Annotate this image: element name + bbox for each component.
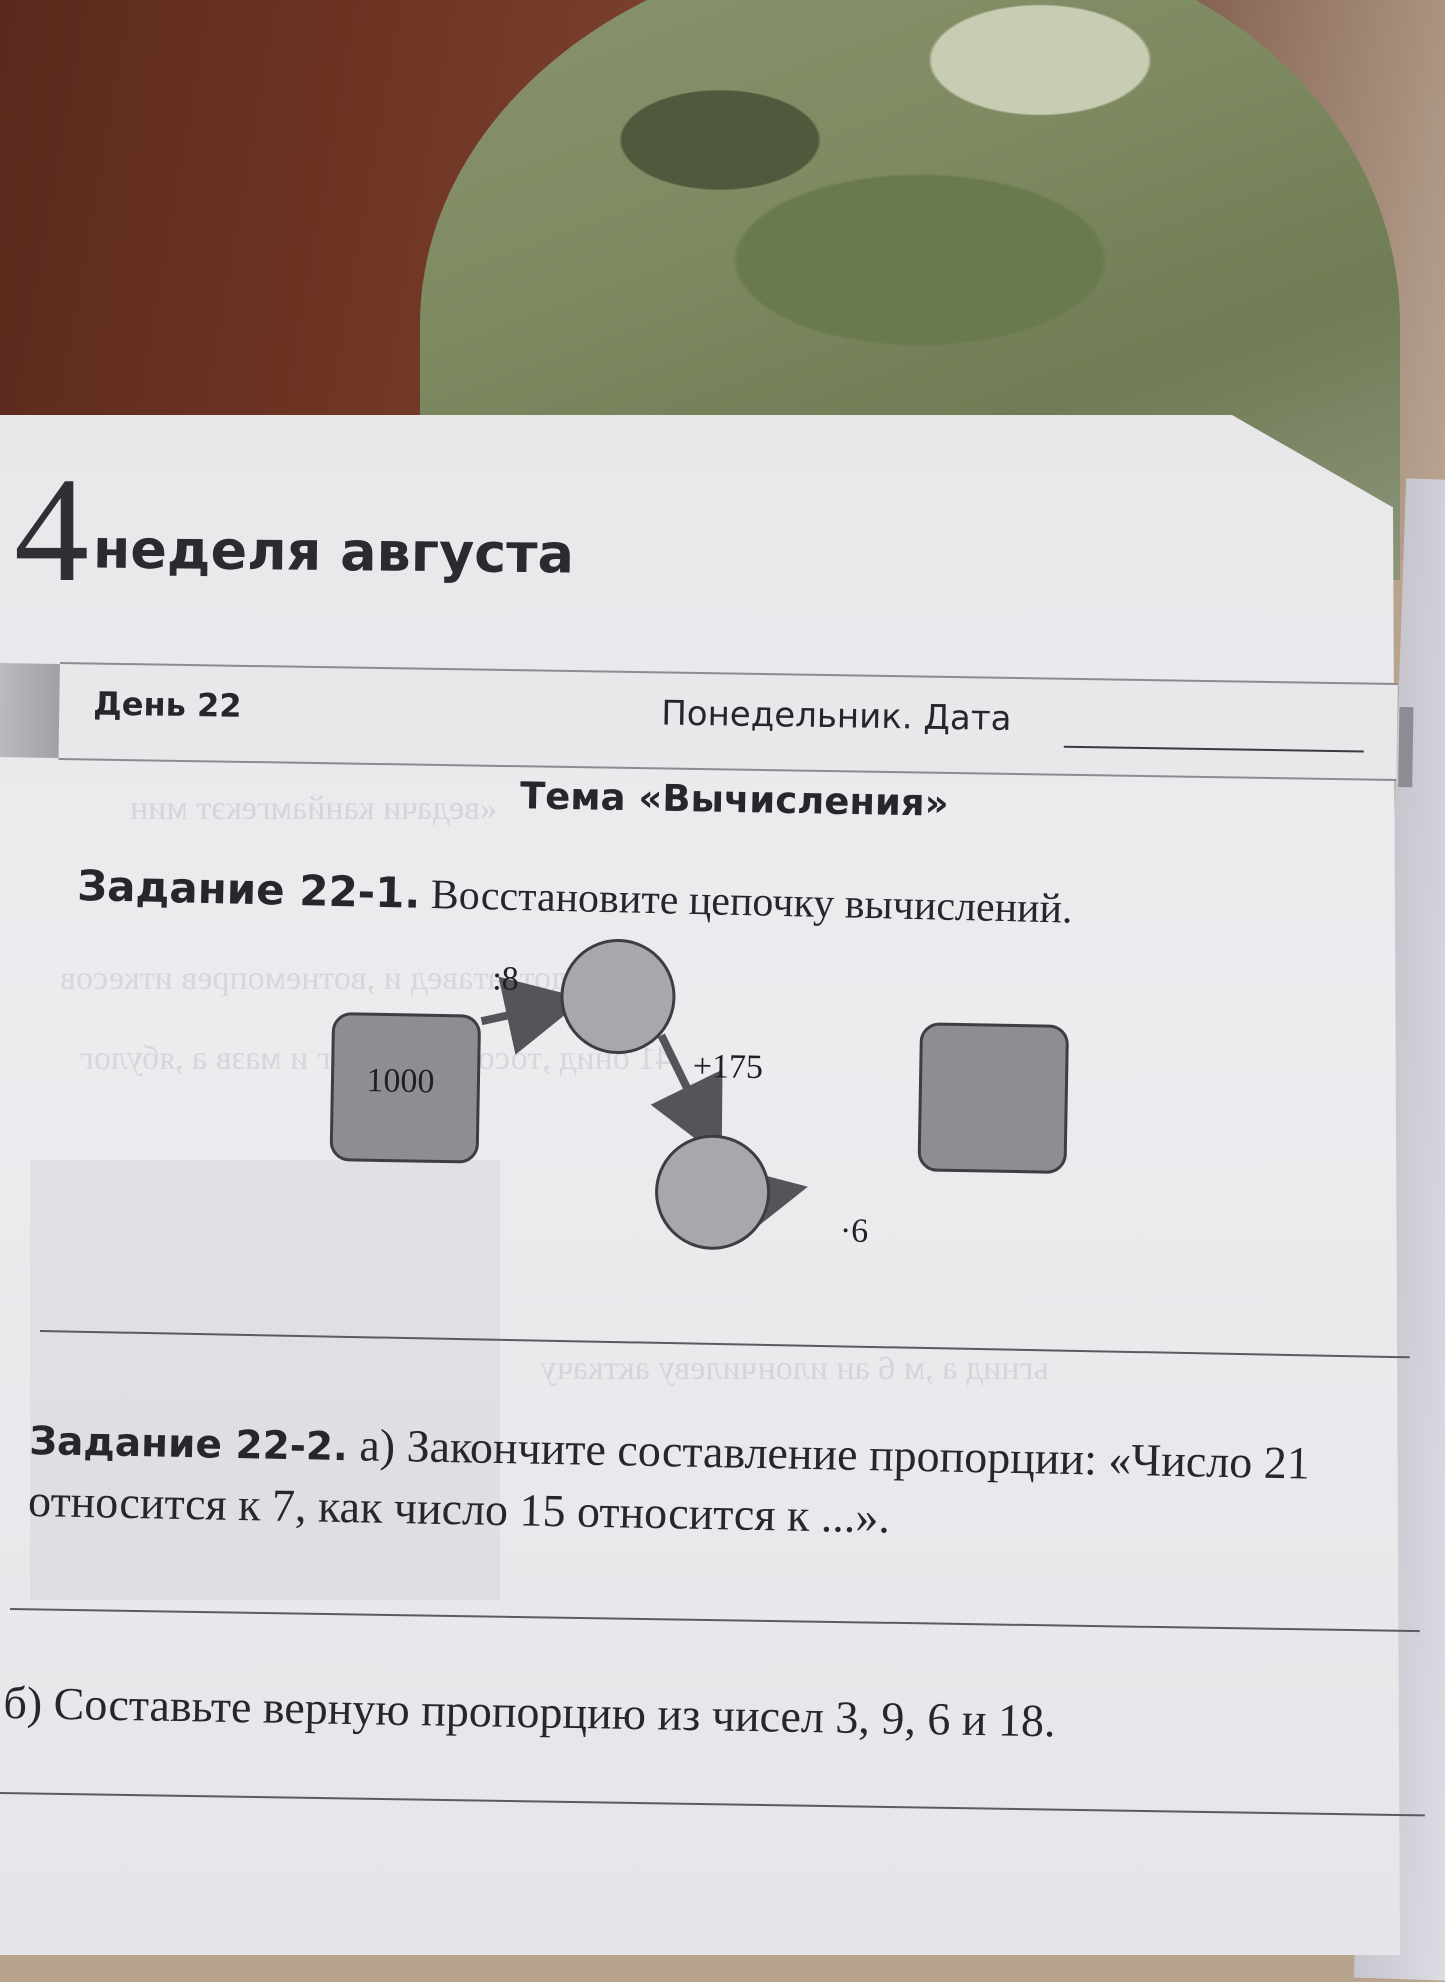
- chain-graphic: [329, 939, 1069, 1250]
- topic-title: Тема «Вычисления»: [519, 774, 949, 825]
- calculation-chain-diagram: 1000 :8 +175 ·6: [317, 913, 1084, 1306]
- arrow-add: [650, 1033, 723, 1159]
- week-heading: 4 неделя августа: [14, 455, 574, 605]
- week-title-text: неделя августа: [92, 517, 575, 586]
- date-fill-line[interactable]: [1063, 745, 1364, 753]
- bleed-through-image: [30, 1160, 500, 1600]
- op-add-label: +175: [692, 1047, 764, 1087]
- start-box: [329, 1012, 481, 1164]
- bleed-through-text: «ведачи канйамгекэт мин: [130, 790, 497, 827]
- day-label: День 22: [93, 684, 242, 725]
- result-circle-1[interactable]: [560, 939, 676, 1055]
- result-box[interactable]: [917, 1022, 1069, 1174]
- task-label: Задание 22-1.: [76, 860, 421, 918]
- start-value: 1000: [366, 1062, 435, 1101]
- op-multiply-label: ·6: [839, 1212, 869, 1250]
- op-divide-label: :8: [491, 960, 520, 998]
- day-header-bar: День 22 Понедельник. Дата: [58, 662, 1398, 782]
- bleed-through-text: ьгнид а ,м 6 ан илончилеву акткачу: [540, 1350, 1049, 1387]
- week-number: 4: [14, 447, 89, 613]
- photo-scene: «ведачи канйамгекэт мин рябдот ,атавед и…: [0, 0, 1445, 1920]
- weekday-date-label: Понедельник. Дата: [660, 693, 1012, 739]
- task-label: Задание 22-2.: [28, 1418, 349, 1471]
- arrow-divide: [480, 976, 586, 1055]
- result-circle-2[interactable]: [655, 1134, 771, 1250]
